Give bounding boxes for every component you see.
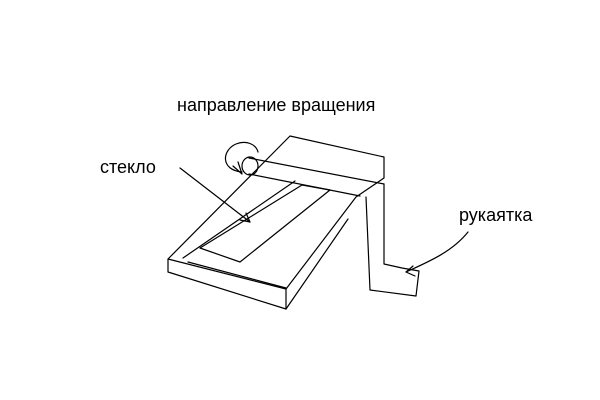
glass-pane <box>199 184 331 263</box>
rotation-direction-label: направление вращения <box>177 95 376 115</box>
rotation-arrowhead <box>232 161 243 175</box>
axle-rod-top <box>248 157 385 185</box>
glass-leader-arrowhead <box>239 212 251 223</box>
axle-rod-bottom <box>248 173 361 197</box>
glass-inner-edge <box>182 180 296 259</box>
plate-front-face <box>167 258 287 310</box>
handle-leader-arrowhead <box>405 265 416 277</box>
axle-end <box>241 156 259 176</box>
plate-side-face <box>285 218 349 310</box>
glass-label: стекло <box>100 157 156 177</box>
crank-handle <box>365 183 420 297</box>
rotation-arrow <box>224 141 259 173</box>
handle-label: рукаятка <box>459 205 533 225</box>
plate-top-face <box>167 135 385 290</box>
glass-leader-line <box>179 167 251 223</box>
glass-inner-edge-2 <box>187 261 287 289</box>
handle-leader-line <box>405 231 469 273</box>
